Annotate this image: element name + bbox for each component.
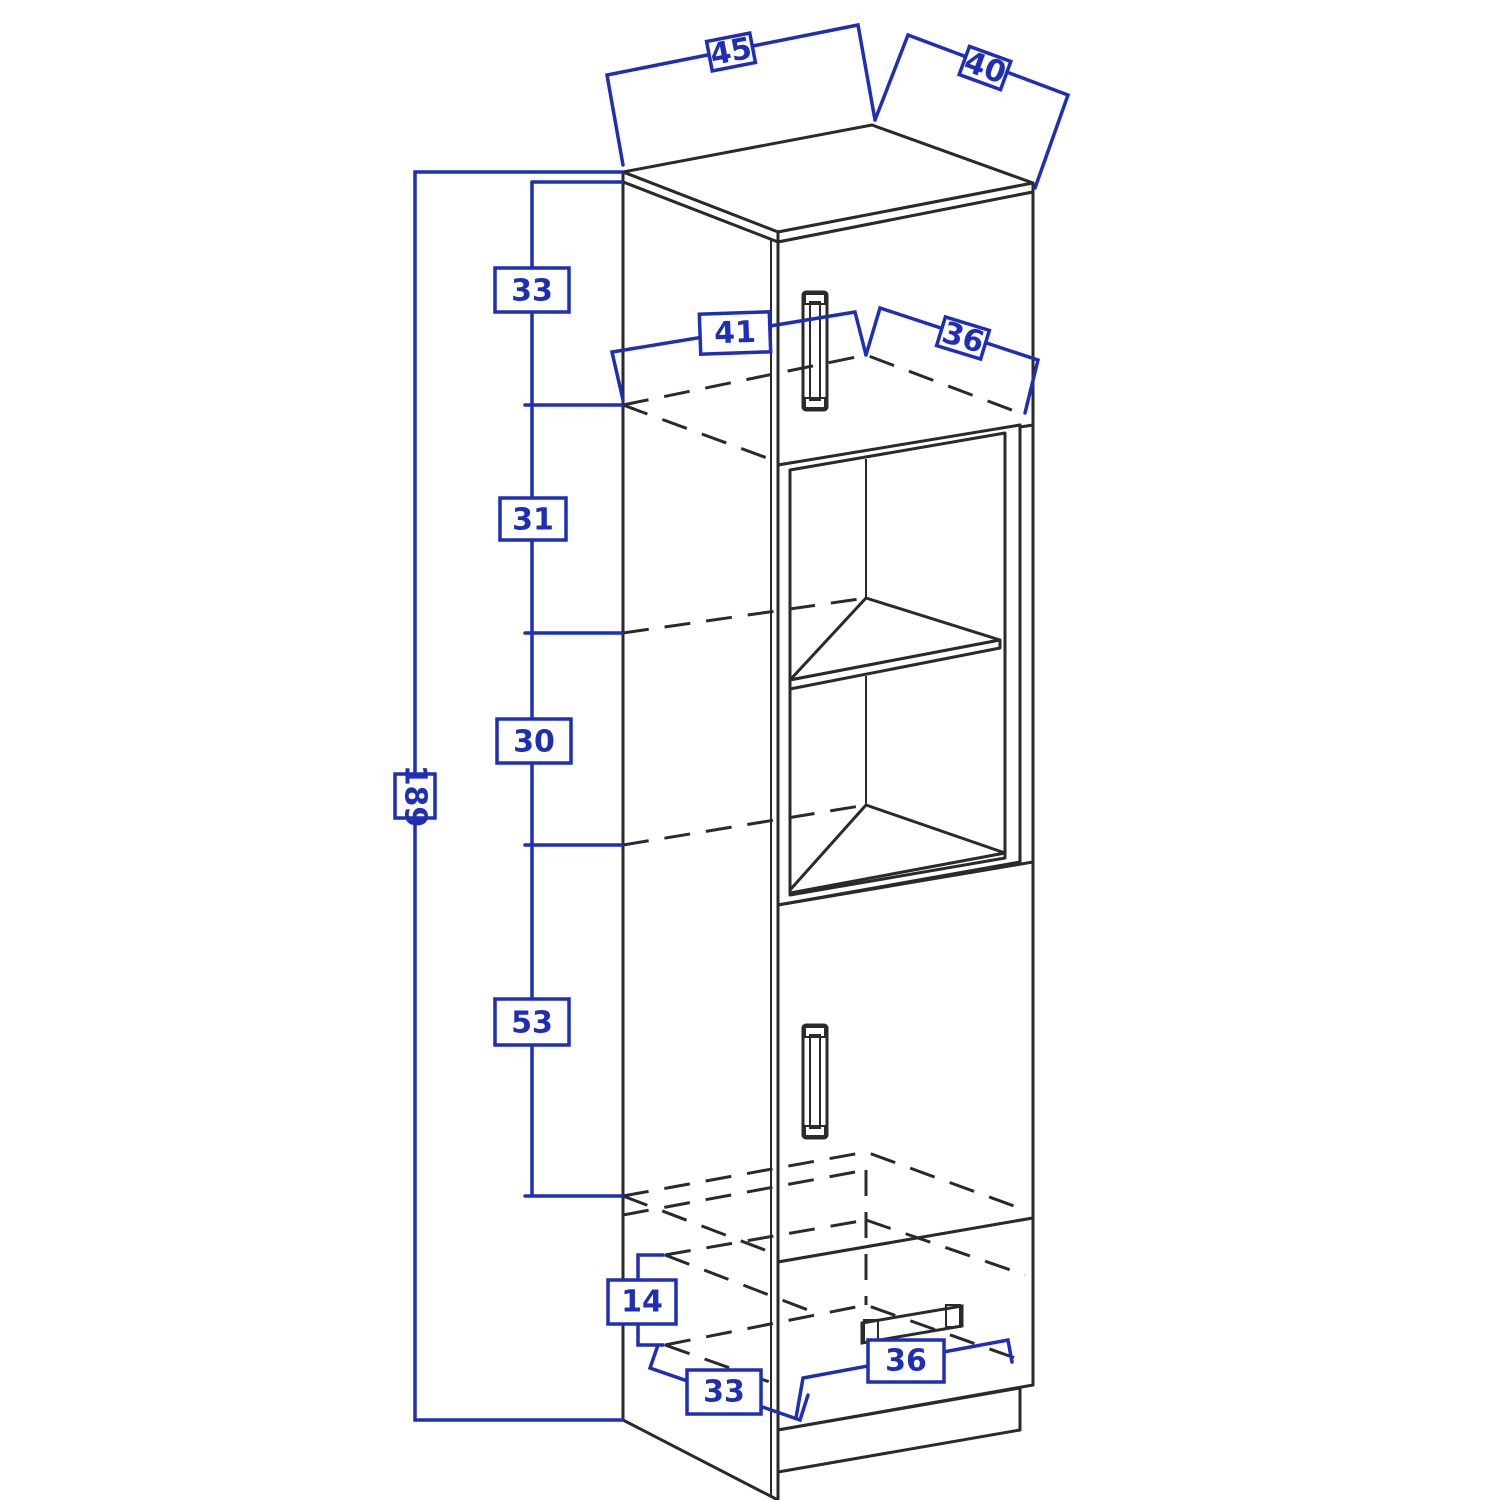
lower-door-handle-icon: [801, 1023, 829, 1140]
drawer-depth-label: 33: [685, 1368, 763, 1416]
total-height-dimension-line: [413, 170, 624, 1422]
upper-door: [776, 190, 1035, 467]
upper-inner-depth-label: 36: [934, 314, 992, 362]
svg-text:30: 30: [513, 725, 555, 760]
svg-text:53: 53: [511, 1006, 553, 1041]
svg-text:36: 36: [885, 1344, 927, 1379]
svg-text:45: 45: [707, 31, 755, 73]
cabinet-side-panel: [621, 180, 780, 1500]
lower-compartment-height-label: 53: [493, 997, 571, 1047]
total-height-label: 189: [393, 765, 437, 828]
top-depth-label: 40: [956, 44, 1014, 92]
open-shelf-lower-height-label: 30: [495, 717, 573, 765]
svg-text:31: 31: [512, 503, 554, 538]
drawer-width-label: 36: [866, 1338, 946, 1384]
svg-text:33: 33: [511, 274, 553, 309]
svg-text:33: 33: [703, 1375, 745, 1410]
bottom-shelf-surface: [788, 803, 1007, 895]
svg-text:14: 14: [621, 1285, 663, 1320]
open-shelf-upper-height-label: 31: [498, 496, 568, 542]
drawer-height-label: 14: [606, 1278, 678, 1326]
cabinet-drawing: [621, 123, 1035, 1500]
upper-compartment-height-label: 33: [493, 266, 571, 314]
svg-text:189: 189: [398, 765, 433, 828]
middle-shelf-edge: [788, 638, 1002, 691]
upper-door-handle-icon: [801, 290, 829, 412]
dimension-labels: 45 40 189 33 41 36 31 30: [393, 31, 1014, 1416]
upper-inner-width-label: 41: [697, 309, 773, 357]
drawer-handle-icon: [860, 1304, 964, 1345]
svg-text:41: 41: [714, 315, 757, 351]
top-width-label: 45: [704, 31, 758, 73]
